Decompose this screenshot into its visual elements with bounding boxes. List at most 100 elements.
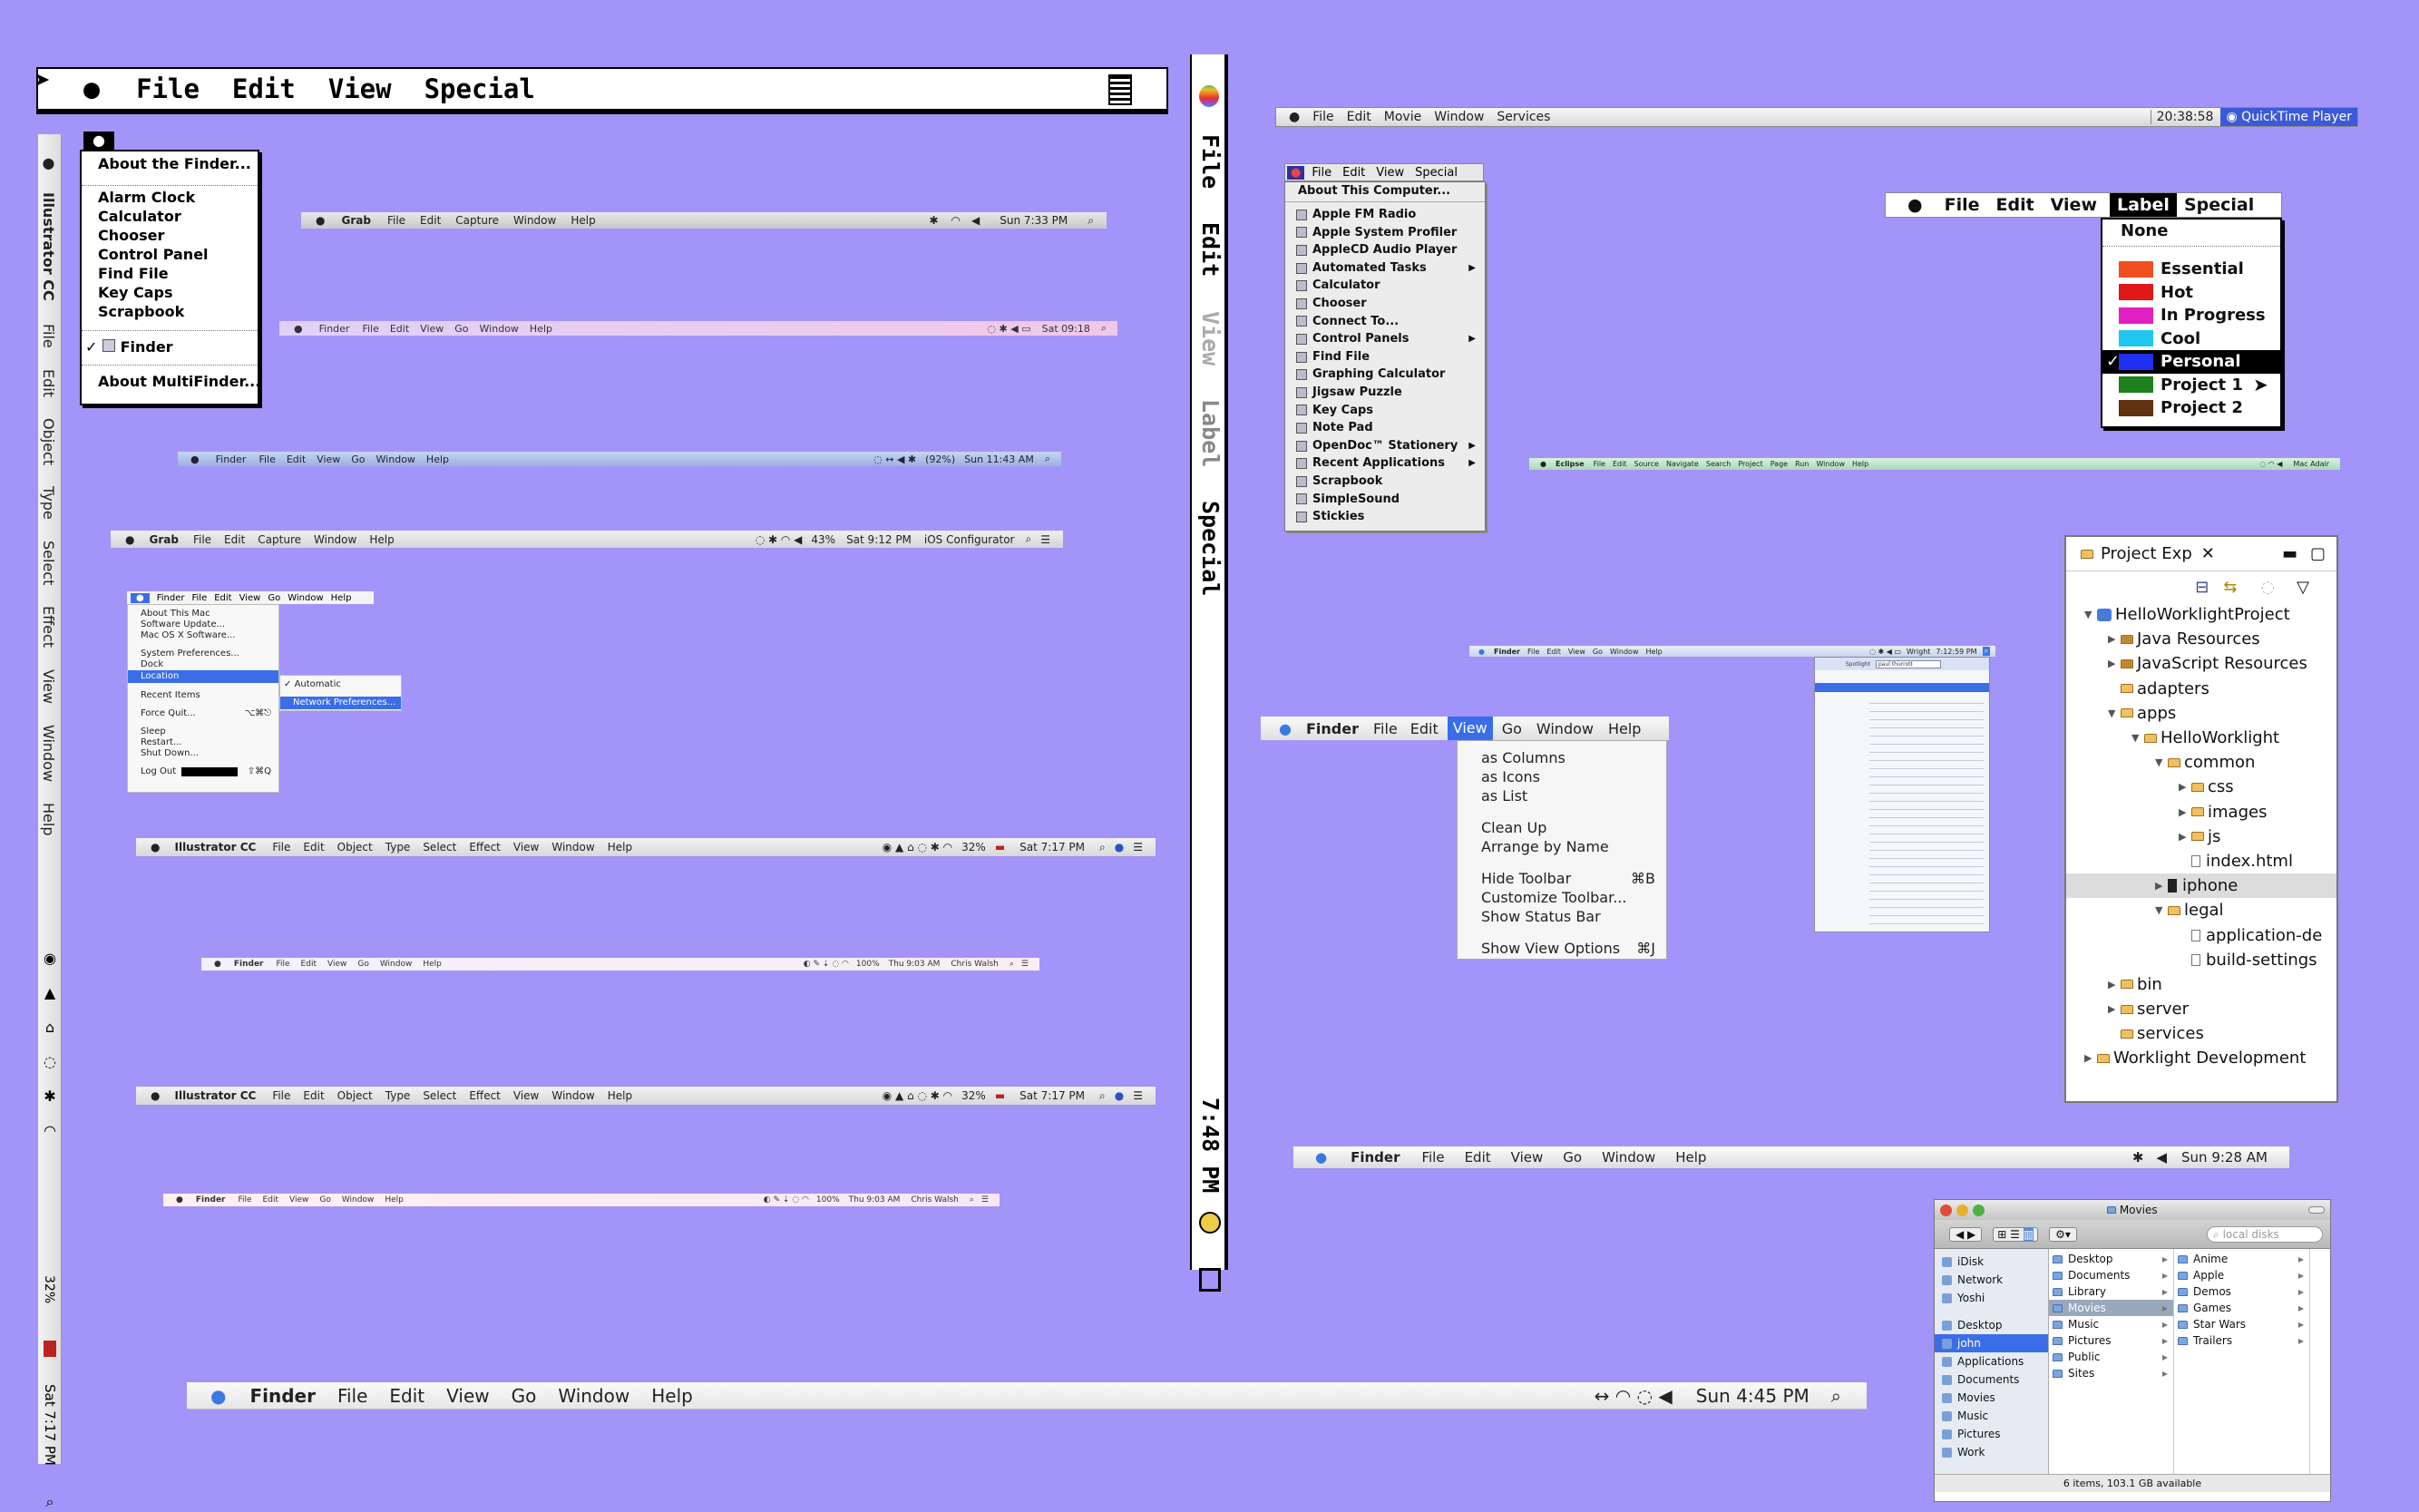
menu-edit[interactable]: Edit — [214, 592, 232, 603]
menu-window[interactable]: Window — [1434, 110, 1485, 124]
menu-item-recent-applications[interactable]: Recent Applications▶ — [1285, 454, 1485, 473]
menu-app-illustrator[interactable]: Illustrator CC — [174, 1089, 257, 1102]
sidebar-item-documents[interactable]: Documents — [1935, 1371, 2048, 1389]
status-icons[interactable]: ↔ ◠ ◌ ◀ — [1594, 1384, 1673, 1407]
apple-icon[interactable]: ● — [1907, 195, 1923, 215]
battery-text[interactable]: 32% — [961, 841, 986, 854]
menu-effect[interactable]: Effect — [469, 841, 501, 854]
clock-text[interactable]: Sun 9:28 AM — [2181, 1149, 2268, 1166]
menu-file[interactable]: File — [258, 453, 276, 465]
menu-item-jigsaw-puzzle[interactable]: Jigsaw Puzzle — [1285, 384, 1485, 402]
user-name[interactable]: Chris Walsh — [951, 960, 999, 969]
menu-type[interactable]: Type — [385, 841, 411, 854]
menu-file[interactable]: File — [238, 1195, 252, 1205]
menu-view[interactable]: View — [40, 668, 57, 704]
apple-icon[interactable]: ● — [210, 1384, 227, 1407]
menu-app-finder[interactable]: Finder — [195, 1195, 226, 1205]
menu-window[interactable]: Window — [558, 1384, 630, 1407]
status-icons[interactable]: ◌ ✱ ◀ ▭ — [1869, 647, 1902, 656]
disclosure-triangle-icon[interactable]: ▶ — [2155, 880, 2163, 893]
tree-item-bin[interactable]: ▶bin — [2066, 972, 2336, 997]
view-item-arrange-by-name[interactable]: Arrange by Name — [1481, 838, 1609, 855]
menu-app-finder[interactable]: Finder — [233, 960, 264, 969]
menu-item-finder[interactable]: ✓ Finder — [82, 338, 258, 356]
menu-file[interactable]: File — [1312, 110, 1334, 124]
column-item-games[interactable]: Games▶ — [2174, 1300, 2309, 1316]
menu-item-scrapbook[interactable]: Scrapbook — [98, 303, 185, 320]
menu-help[interactable]: Help — [1851, 460, 1869, 468]
menu-select[interactable]: Select — [40, 540, 57, 586]
menu-label[interactable]: Label — [1197, 398, 1224, 468]
view-item-as-columns[interactable]: as Columns — [1481, 749, 1566, 766]
clock-text[interactable]: Sat 7:17 PM — [1019, 1089, 1086, 1102]
menu-navigate[interactable]: Navigate — [1665, 460, 1699, 468]
bluetooth-icon[interactable]: ✱ — [929, 214, 939, 227]
menu-type[interactable]: Type — [40, 486, 57, 520]
column-item-documents[interactable]: Documents▶ — [2049, 1267, 2173, 1283]
toolbar-toggle[interactable] — [2308, 1206, 2325, 1214]
spotlight-icon[interactable]: ⌕ — [45, 1493, 54, 1510]
menu-project[interactable]: Project — [1738, 460, 1763, 468]
status-icons[interactable]: ◌ ✱ ◠ ◀ — [755, 532, 803, 546]
application-icon[interactable] — [1199, 1268, 1221, 1292]
menu-help[interactable]: Help — [1645, 647, 1663, 656]
menu-special[interactable]: Special — [424, 73, 535, 104]
cc-icon[interactable]: ◉ — [44, 950, 56, 967]
submenu-item-automatic[interactable]: ✓ Automatic — [284, 679, 341, 689]
menu-item-find-file[interactable]: Find File — [1285, 348, 1485, 366]
back-forward-buttons[interactable]: ◀ ▶ — [1949, 1226, 1983, 1242]
menu-item-system-preferences[interactable]: System Preferences... — [141, 649, 239, 658]
clock-text[interactable]: Sun 4:45 PM — [1695, 1384, 1809, 1407]
menu-file[interactable]: File — [1312, 165, 1332, 180]
clock-text[interactable]: Sun 11:43 AM — [964, 453, 1034, 465]
menu-view[interactable]: View — [1447, 717, 1493, 740]
notification-icon[interactable]: ☰ — [980, 1195, 989, 1205]
spotlight-icon[interactable]: ⌕ — [1025, 532, 1032, 545]
menu-item-opendoc-stationery[interactable]: OpenDoc™ Stationery▶ — [1285, 437, 1485, 455]
view-menu-chevron-icon[interactable]: ▽ — [2297, 577, 2309, 597]
tree-item-javascript-resources[interactable]: ▶JavaScript Resources — [2066, 651, 2336, 676]
menu-app-finder[interactable]: Finder — [1351, 1149, 1400, 1166]
menu-item-graphing-calculator[interactable]: Graphing Calculator — [1285, 366, 1485, 384]
menu-edit[interactable]: Edit — [420, 214, 442, 227]
bluetooth-icon[interactable]: ✱ — [44, 1088, 56, 1105]
menu-view[interactable]: View — [446, 1384, 490, 1407]
menu-select[interactable]: Select — [423, 841, 457, 854]
clock-text[interactable]: 7:12:59 PM — [1936, 647, 1977, 656]
disclosure-triangle-icon[interactable]: ▶ — [2179, 805, 2187, 818]
apple-icon[interactable]: ● — [176, 1195, 183, 1205]
menu-view[interactable]: View — [317, 453, 341, 465]
menu-app-grab[interactable]: Grab — [149, 532, 179, 546]
menu-item-mac-os-x-software[interactable]: Mac OS X Software... — [141, 630, 236, 640]
zoom-button[interactable] — [1973, 1204, 1985, 1216]
tree-item-images[interactable]: ▶images — [2066, 800, 2336, 824]
menu-item-about-this-mac[interactable]: About This Mac — [141, 609, 210, 619]
view-item-hide-toolbar[interactable]: Hide Toolbar⌘B — [1458, 869, 1666, 888]
menu-file[interactable]: File — [1421, 1149, 1445, 1166]
menu-file[interactable]: File — [337, 1384, 368, 1407]
clock-text[interactable]: Sat 9:12 PM — [846, 532, 912, 546]
column-item-sites[interactable]: Sites▶ — [2049, 1365, 2173, 1381]
menu-item-apple-system-profiler[interactable]: Apple System Profiler — [1285, 224, 1485, 242]
menu-window[interactable]: Window — [314, 532, 357, 546]
minimize-button[interactable] — [1956, 1204, 1968, 1216]
battery-text[interactable]: 32% — [42, 1275, 56, 1304]
tree-item-index-html[interactable]: index.html — [2066, 849, 2336, 873]
status-icons[interactable]: ◉ ▲ ⌂ ◌ ✱ ◠ — [882, 1089, 953, 1102]
collapse-all-icon[interactable]: ⊟ — [2195, 577, 2209, 597]
menu-app-illustrator[interactable]: Illustrator CC — [40, 192, 57, 301]
menu-file[interactable]: File — [191, 592, 208, 603]
label-item-hot[interactable]: Hot — [2102, 281, 2280, 305]
view-item-customize-toolbar[interactable]: Customize Toolbar... — [1481, 889, 1627, 906]
menu-window[interactable]: Window — [551, 1089, 595, 1102]
menu-window[interactable]: Window — [376, 453, 415, 465]
menu-item-calculator[interactable]: Calculator — [1285, 277, 1485, 295]
menu-window[interactable]: Window — [1609, 647, 1639, 656]
menu-help[interactable]: Help — [1607, 719, 1642, 737]
menu-app-finder[interactable]: Finder — [1305, 719, 1359, 737]
tree-item-iphone[interactable]: ▶iphone — [2066, 873, 2336, 899]
close-button[interactable] — [1940, 1204, 1952, 1216]
menu-edit[interactable]: Edit — [1546, 647, 1561, 656]
menu-help[interactable]: Help — [607, 1089, 633, 1102]
disclosure-triangle-icon[interactable]: ▶ — [2179, 830, 2187, 843]
